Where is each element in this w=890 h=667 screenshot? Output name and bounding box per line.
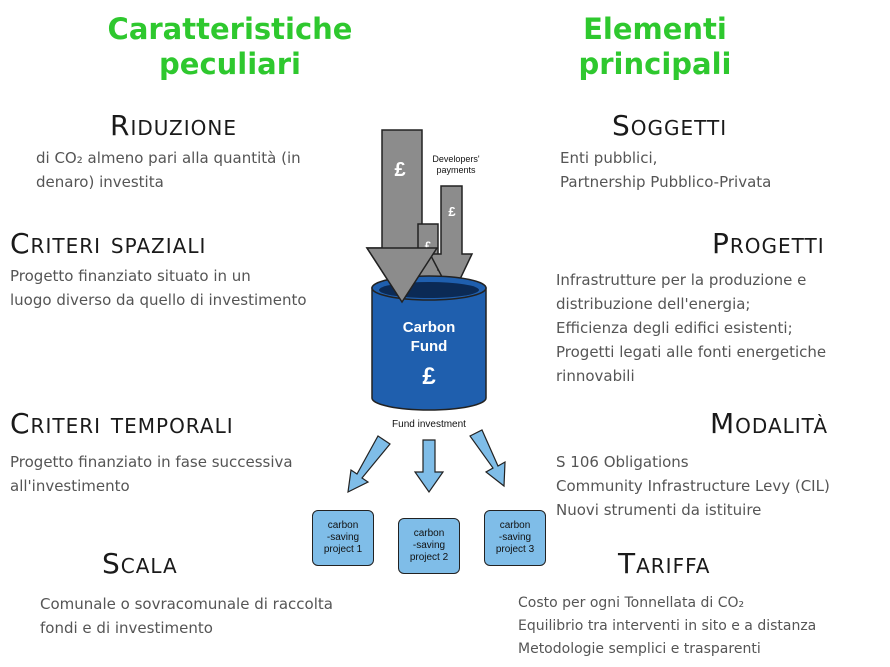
body-line: Infrastrutture per la produzione e: [556, 271, 807, 289]
body-riduzione: di CO₂ almeno pari alla quantità (in den…: [36, 146, 301, 194]
heading-scala: Scala: [102, 547, 178, 580]
left-title-line2: peculiari: [159, 47, 301, 81]
body-line: Equilibrio tra interventi in sito e a di…: [518, 618, 817, 634]
pound-symbol-3: £: [448, 204, 456, 219]
body-line: distribuzione dell'energia;: [556, 295, 751, 313]
heading-criteri-spaziali: Criteri spaziali: [10, 227, 207, 260]
investment-arrow-left: [347, 435, 391, 494]
left-column-title: Caratteristiche peculiari: [95, 12, 365, 82]
body-line: Progetto finanziato situato in un: [10, 267, 251, 285]
body-line: S 106 Obligations: [556, 453, 689, 471]
body-tariffa: Costo per ogni Tonnellata di CO₂ Equilib…: [518, 592, 816, 661]
pound-symbol-2: £: [425, 239, 432, 253]
carbon-fund-diagram: £ £ £ Developers' payments Carbon Fund £…: [347, 129, 506, 494]
project-box-1: carbon -saving project 1: [312, 510, 374, 566]
project-label: project 3: [495, 544, 535, 555]
body-line: Progetto finanziato in fase successiva: [10, 453, 293, 471]
body-line: Costo per ogni Tonnellata di CO₂: [518, 595, 745, 611]
right-title-line1: Elementi: [583, 12, 727, 46]
body-scala: Comunale o sovracomunale di raccolta fon…: [40, 592, 333, 640]
payments-label-line1: Developers': [432, 154, 480, 164]
left-title-line1: Caratteristiche: [107, 12, 353, 46]
fund-label-line2: Fund: [411, 338, 448, 355]
body-progetti: Infrastrutture per la produzione e distr…: [556, 268, 826, 388]
project-box-3: carbon -saving project 3: [484, 510, 546, 566]
body-criteri-spaziali: Progetto finanziato situato in un luogo …: [10, 264, 307, 312]
body-line: Metodologie semplici e trasparenti: [518, 641, 761, 657]
body-criteri-temporali: Progetto finanziato in fase successiva a…: [10, 450, 293, 498]
heading-modalita: Modalità: [710, 407, 829, 440]
project-label: carbon: [413, 528, 445, 539]
pound-symbol-1: £: [394, 159, 405, 181]
body-line: fondi e di investimento: [40, 619, 213, 637]
project-label: project 2: [409, 552, 449, 563]
right-column-title: Elementi principali: [560, 12, 750, 82]
body-line: Efficienza degli edifici esistenti;: [556, 319, 793, 337]
right-title-line2: principali: [578, 47, 732, 81]
body-line: all'investimento: [10, 477, 130, 495]
arrow-tip: [365, 247, 439, 304]
heading-criteri-temporali: Criteri temporali: [10, 407, 234, 440]
project-box-2: carbon -saving project 2: [398, 518, 460, 574]
project-label: -saving: [326, 532, 360, 543]
body-line: rinnovabili: [556, 367, 635, 385]
body-line: denaro) investita: [36, 173, 164, 191]
body-line: Enti pubblici,: [560, 149, 658, 167]
fund-pound-symbol: £: [422, 363, 436, 390]
carbon-fund-can: Carbon Fund £: [371, 275, 487, 411]
fund-label-line1: Carbon: [403, 319, 456, 336]
body-soggetti: Enti pubblici, Partnership Pubblico-Priv…: [560, 146, 771, 194]
project-label: project 1: [323, 544, 363, 555]
investment-label: Fund investment: [392, 419, 466, 430]
body-modalita: S 106 Obligations Community Infrastructu…: [556, 450, 830, 522]
heading-riduzione: Riduzione: [110, 109, 237, 142]
body-line: Comunale o sovracomunale di raccolta: [40, 595, 333, 613]
project-label: -saving: [412, 540, 446, 551]
payment-arrow-right: £: [428, 185, 474, 298]
body-line: luogo diverso da quello di investimento: [10, 291, 307, 309]
investment-arrow-right: [469, 429, 506, 488]
investment-arrow-center: [413, 439, 445, 494]
heading-soggetti: Soggetti: [612, 109, 728, 142]
payments-label-line2: payments: [436, 165, 476, 175]
body-line: Community Infrastructure Levy (CIL): [556, 477, 830, 495]
body-line: Nuovi strumenti da istituire: [556, 501, 762, 519]
body-line: Partnership Pubblico-Privata: [560, 173, 772, 191]
heading-tariffa: Tariffa: [618, 547, 711, 580]
project-label: -saving: [498, 532, 532, 543]
heading-progetti: Progetti: [712, 227, 825, 260]
project-label: carbon: [327, 520, 359, 531]
body-line: di CO₂ almeno pari alla quantità (in: [36, 149, 301, 167]
body-line: Progetti legati alle fonti energetiche: [556, 343, 827, 361]
project-label: carbon: [499, 520, 531, 531]
